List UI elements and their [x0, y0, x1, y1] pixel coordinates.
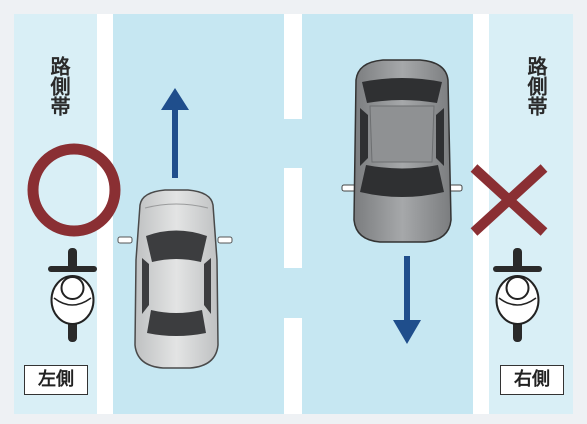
car-right-icon: [342, 60, 462, 242]
left-shoulder-label: 路側帯: [40, 56, 70, 116]
right-shoulder-label: 路側帯: [517, 56, 547, 116]
left-side-label: 左側: [24, 365, 88, 395]
right-side-label: 右側: [500, 365, 564, 395]
center-dashed-line: [284, 14, 302, 414]
